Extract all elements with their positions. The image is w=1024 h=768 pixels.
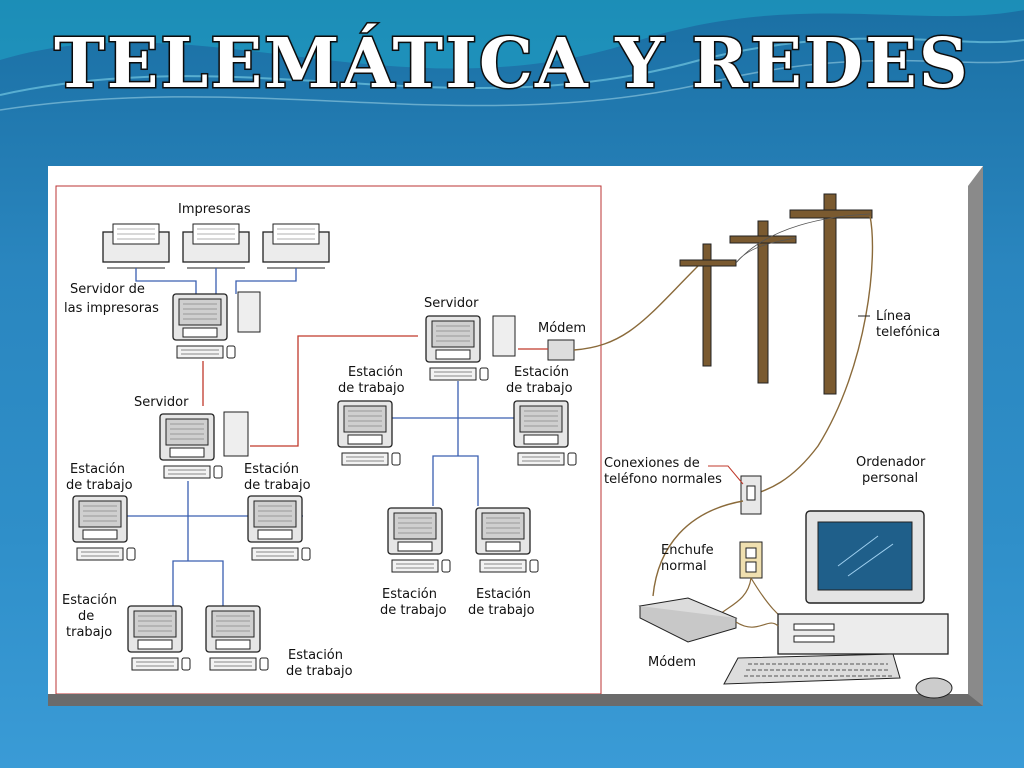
- label-estacion-l4: Estación: [288, 648, 343, 663]
- label-detrabajo-c1: de trabajo: [338, 381, 405, 396]
- label-de-l3: de: [78, 609, 94, 624]
- label-estacion-c3: Estación: [382, 587, 437, 602]
- printer-server: [172, 293, 236, 359]
- personal-computer: [723, 510, 953, 699]
- server-left: [159, 413, 223, 479]
- network-diagram-panel: Impresoras Servidor de las impresoras Se…: [48, 166, 983, 706]
- label-enchufe-1: Enchufe: [661, 543, 714, 558]
- workstation-center-4: [475, 507, 539, 573]
- label-estacion-l1: Estación: [70, 462, 125, 477]
- label-estacion-l3: Estación: [62, 593, 117, 608]
- workstation-left-3: [127, 605, 191, 671]
- workstation-center-3: [387, 507, 451, 573]
- workstation-left-2: [247, 495, 311, 561]
- label-conexiones-1: Conexiones de: [604, 456, 700, 471]
- printer-2: [182, 223, 250, 269]
- workstation-center-1: [337, 400, 401, 466]
- label-estacion-c1: Estación: [348, 365, 403, 380]
- label-servidor-center: Servidor: [424, 296, 479, 311]
- workstation-left-1: [72, 495, 136, 561]
- label-impresoras: Impresoras: [178, 202, 251, 217]
- label-detrabajo-c4: de trabajo: [468, 603, 535, 618]
- label-ordenador-2: personal: [862, 471, 918, 486]
- workstation-left-4: [205, 605, 269, 671]
- label-trabajo-l3: trabajo: [66, 625, 112, 640]
- label-enchufe-2: normal: [661, 559, 707, 574]
- label-ordenador-1: Ordenador: [856, 455, 926, 470]
- workstation-center-2: [513, 400, 577, 466]
- server-center: [425, 315, 489, 381]
- label-conexiones-2: teléfono normales: [604, 472, 722, 487]
- label-modem-bottom: Módem: [648, 655, 696, 670]
- label-estacion-c4: Estación: [476, 587, 531, 602]
- network-diagram: Impresoras Servidor de las impresoras Se…: [48, 166, 983, 706]
- label-estacion-c2: Estación: [514, 365, 569, 380]
- slide-title: TELEMÁTICA Y REDES: [53, 23, 970, 106]
- printer-1: [102, 223, 170, 269]
- label-linea: Línea: [876, 309, 911, 324]
- label-servidor-impresoras-1: Servidor de: [70, 282, 145, 297]
- external-modem: [638, 597, 738, 643]
- label-detrabajo-l2: de trabajo: [244, 478, 311, 493]
- label-estacion-l2: Estación: [244, 462, 299, 477]
- label-servidor-left: Servidor: [134, 395, 189, 410]
- label-detrabajo-l1: de trabajo: [66, 478, 133, 493]
- utility-poles: [679, 193, 873, 395]
- background-waves: [0, 0, 1024, 111]
- label-servidor-impresoras-2: las impresoras: [64, 301, 159, 316]
- label-detrabajo-c2: de trabajo: [506, 381, 573, 396]
- label-telefonica: telefónica: [876, 325, 940, 340]
- label-detrabajo-c3: de trabajo: [380, 603, 447, 618]
- label-modem-top: Módem: [538, 321, 586, 336]
- printer-3: [262, 223, 330, 269]
- label-detrabajo-l4: de trabajo: [286, 664, 353, 679]
